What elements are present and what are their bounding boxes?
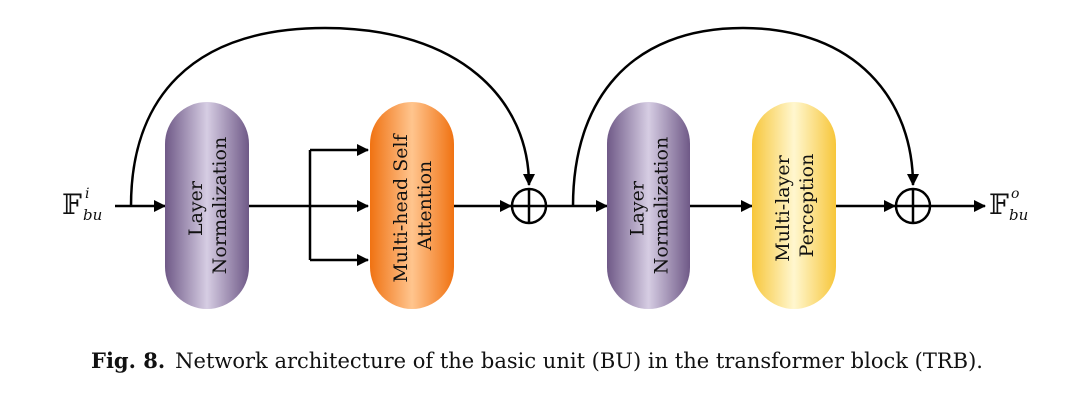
input-symbol-sup: i [85, 186, 89, 202]
svg-text:Multi-head Self Attentio: Multi-head Self Attention [390, 128, 436, 282]
figure-caption: Fig. 8. Network architecture of the basic… [0, 348, 1074, 373]
connections [115, 26, 986, 266]
figure-caption-text: Network architecture of the basic unit (… [175, 349, 983, 373]
input-symbol-sub: bu [83, 206, 102, 224]
mhsa-line2: Attention [414, 161, 436, 252]
add-node-2 [894, 187, 932, 225]
layer-norm-2-line1: Layer [627, 180, 649, 236]
layer-norm-1-line1: Layer [185, 180, 207, 236]
output-symbol: 𝔽 o bu [989, 186, 1028, 224]
output-symbol-sup: o [1011, 186, 1019, 202]
input-symbol: 𝔽 i bu [62, 186, 102, 224]
layer-norm-2-line2: Normalization [651, 137, 673, 274]
output-symbol-sub: bu [1009, 206, 1028, 224]
residual-arc-1 [129, 26, 535, 207]
layer-norm-1-line2: Normalization [209, 137, 231, 274]
multi-head-attention-block: Multi-head Self Attention [370, 102, 454, 309]
mlp-line2: Perception [796, 154, 818, 258]
svg-text:Multi-layer Perception: Multi-layer Perception [772, 149, 818, 261]
residual-arc-2 [571, 26, 919, 207]
add-node-1 [510, 187, 548, 225]
layer-norm-block-1: Layer Normalization [165, 102, 249, 309]
svg-text:Layer Normalization: Layer Normalization [185, 137, 231, 274]
output-symbol-main: 𝔽 [989, 188, 1009, 221]
mhsa-line1: Multi-head Self [390, 132, 412, 282]
mlp-line1: Multi-layer [772, 154, 794, 261]
figure-label: Fig. 8. [91, 348, 166, 373]
mlp-block: Multi-layer Perception [752, 102, 836, 309]
layer-norm-block-2: Layer Normalization [607, 102, 690, 309]
svg-text:Layer Normalization: Layer Normalization [627, 137, 673, 274]
input-symbol-main: 𝔽 [62, 188, 82, 221]
